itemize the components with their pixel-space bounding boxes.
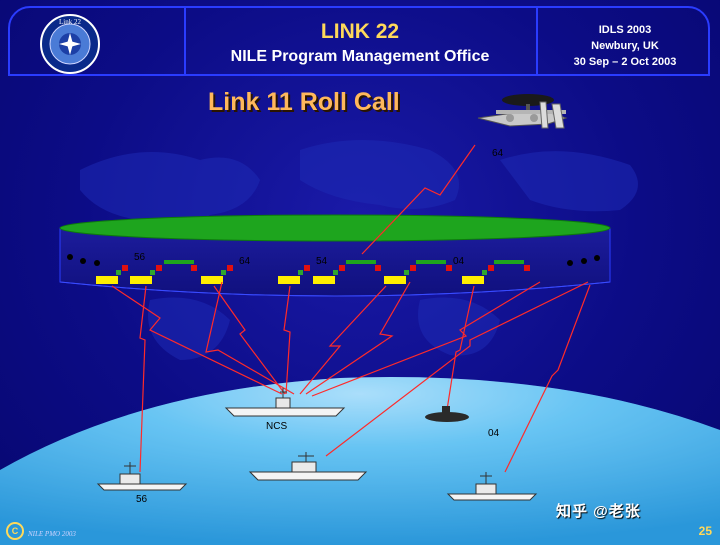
frigate-right-icon <box>446 472 538 501</box>
world-map-background <box>80 140 638 360</box>
header-frame <box>8 6 710 76</box>
ring-label-54: 54 <box>316 256 328 267</box>
aircraft-label: 64 <box>492 148 504 159</box>
slide-title: Link 11 Roll Call <box>208 88 400 116</box>
header-location: Newbury, UK <box>591 40 659 52</box>
header-title: LINK 22 <box>320 20 400 43</box>
submarine-04-icon <box>425 406 469 422</box>
header-divider-right <box>536 8 538 74</box>
footer-org: NILE PMO 2003 <box>28 530 76 538</box>
destroyer-center-icon <box>248 452 368 481</box>
ring-label-04: 04 <box>453 256 465 267</box>
ocean <box>0 377 720 545</box>
copyright-icon: C <box>6 522 24 540</box>
submarine-label: 04 <box>488 428 500 439</box>
roll-call-pattern <box>67 254 600 284</box>
header-event: IDLS 2003 <box>598 24 652 36</box>
radio-links <box>111 144 591 473</box>
header-divider-left <box>184 8 186 74</box>
watermark: 知乎 @老张 <box>556 500 641 521</box>
ring-label-64: 64 <box>239 256 251 267</box>
ring-label-56: 56 <box>134 252 146 263</box>
ocean-surface <box>0 377 720 545</box>
header-dates: 30 Sep – 2 Oct 2003 <box>573 56 677 68</box>
carrier-ncs-icon <box>224 388 346 417</box>
ncs-label: NCS <box>266 421 288 432</box>
header-subtitle: NILE Program Management Office <box>230 48 490 65</box>
e2c-aircraft-icon <box>477 94 568 129</box>
watermark-text: 知乎 @老张 <box>556 503 641 520</box>
page-number: 25 <box>698 524 712 538</box>
frigate-56-icon <box>96 462 188 491</box>
link22-seal-logo: Link 22 <box>40 14 100 74</box>
frigate-56-label: 56 <box>136 494 148 505</box>
seal-text: Link 22 <box>59 18 81 26</box>
